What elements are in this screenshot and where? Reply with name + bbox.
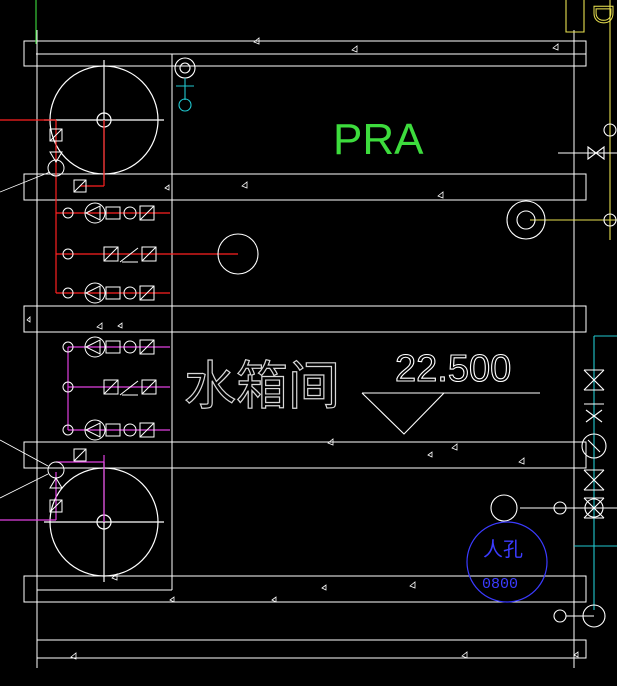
tank-valves [47, 128, 87, 513]
beam-lower [23, 441, 587, 469]
red-pipe-network [0, 119, 238, 294]
beam-bottom [23, 575, 587, 603]
pump-group-lower [62, 336, 157, 441]
upper-inlet-circle [217, 233, 259, 275]
elevation-marker [361, 392, 540, 435]
elevation-value: 22.500 [395, 348, 511, 390]
beam-upper [23, 173, 587, 201]
level-gauge-symbol [35, 0, 196, 112]
right-piping [490, 0, 617, 628]
equipment-label: PRA [333, 115, 424, 164]
manhole-tag-code: 0800 [482, 576, 518, 593]
beam-middle [23, 305, 587, 333]
room-label: 水箱间 [184, 357, 340, 417]
manhole-tag-name: 人孔 [483, 537, 523, 561]
top-right-fragment-label: D [588, 4, 617, 24]
leader-lines [0, 171, 51, 499]
magenta-pipe-network [0, 346, 170, 522]
beam-base [36, 639, 587, 659]
beam-hatch-marks [26, 37, 579, 660]
manhole-tag-circle [466, 521, 548, 603]
pump-group-upper [62, 202, 157, 304]
